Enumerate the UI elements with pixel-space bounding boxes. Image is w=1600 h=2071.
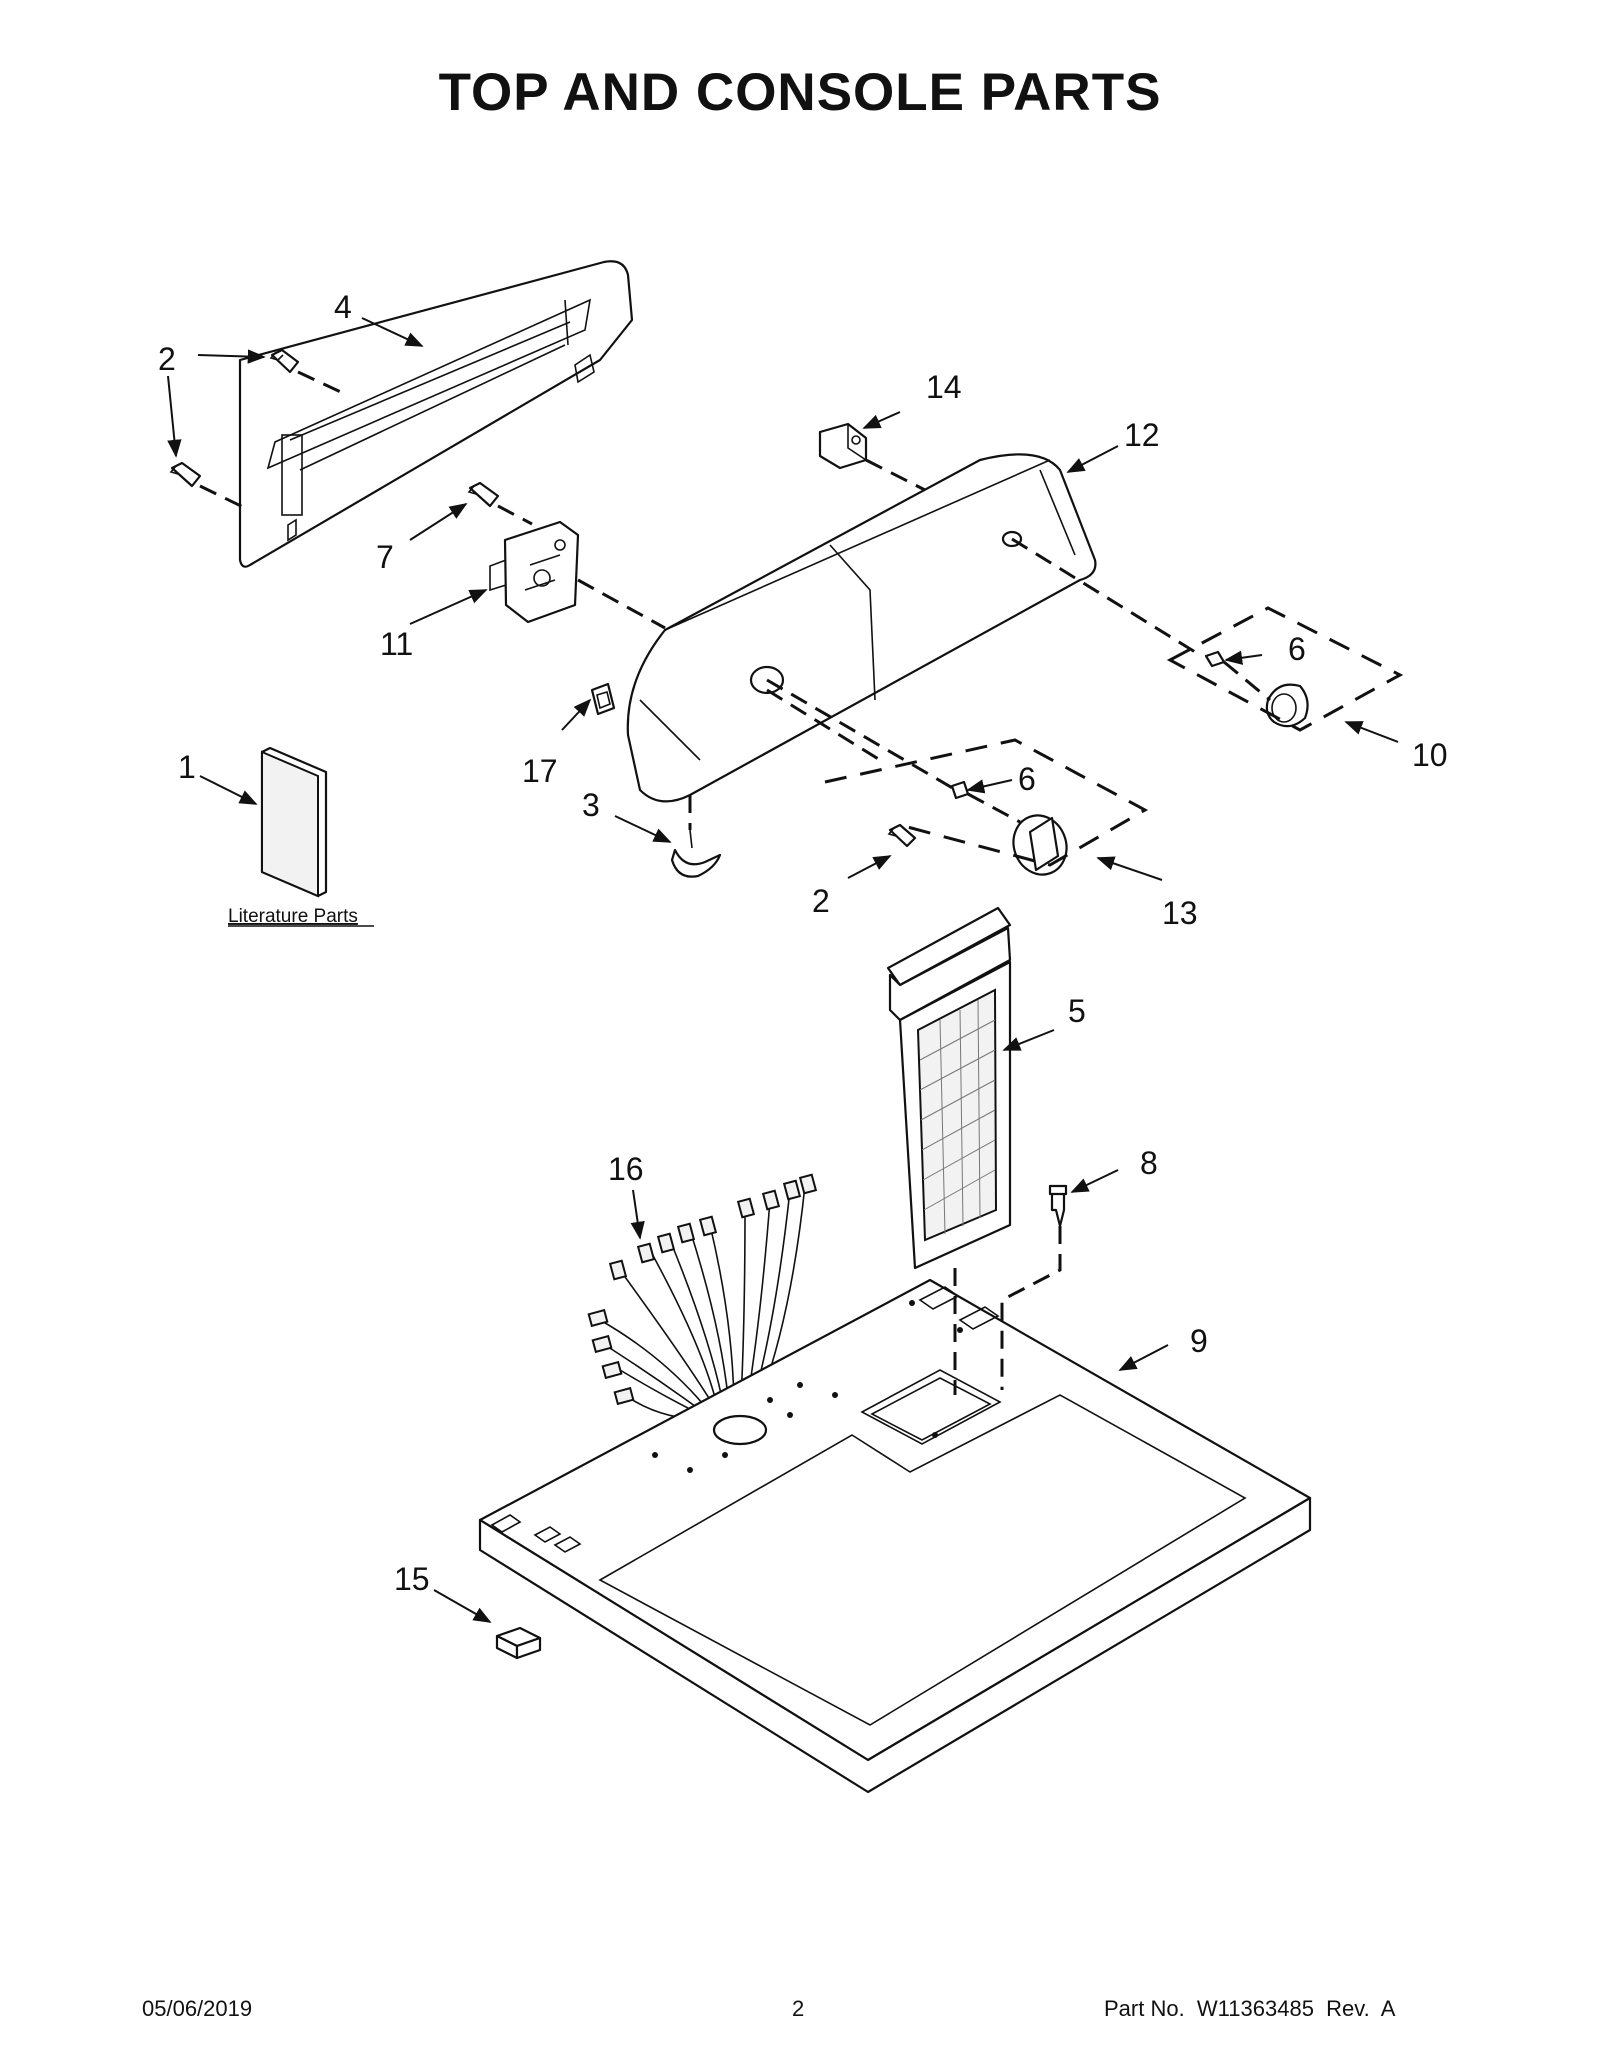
page-title: TOP AND CONSOLE PARTS [438, 63, 1162, 122]
screw-part-2-lower [169, 461, 202, 488]
wire-harness-part-16 [587, 1173, 818, 1421]
footer-page-number: 2 [792, 1996, 805, 2021]
lint-screen-part-5 [886, 906, 1012, 1270]
callout-6-lower: 6 [1018, 761, 1036, 797]
callout-1: 1 [178, 749, 196, 785]
knob-insert-part-6-right [1204, 650, 1226, 668]
callout-2-center: 2 [812, 883, 830, 919]
clamp-part-3 [670, 829, 722, 878]
callout-7: 7 [376, 539, 394, 575]
footer-part-number: Part No. W11363485 Rev. A [1104, 1996, 1396, 2021]
callout-labels: 4 2 7 11 14 12 6 10 17 1 3 6 2 13 5 16 8… [158, 289, 1448, 1597]
callout-17: 17 [522, 753, 558, 789]
console-rear-panel [238, 260, 634, 568]
knob-group-box-left [824, 738, 1149, 867]
knob-group-box-right [1166, 606, 1404, 732]
callout-12: 12 [1124, 417, 1160, 453]
knob-insert-part-6-left [950, 780, 970, 800]
callout-4: 4 [334, 289, 352, 325]
screw-part-7 [467, 481, 500, 508]
callout-5: 5 [1068, 993, 1086, 1029]
screw-part-8 [1048, 1184, 1068, 1228]
knob-part-10 [1265, 683, 1309, 728]
dryer-top-part-9 [478, 1278, 1312, 1794]
timer-switch-part-11 [489, 520, 580, 624]
callout-16: 16 [608, 1151, 644, 1187]
screw-part-2-upper [269, 348, 300, 374]
literature-booklet [260, 746, 328, 898]
callout-15: 15 [394, 1561, 430, 1597]
clip-part-17 [590, 682, 616, 716]
callout-14: 14 [926, 369, 962, 405]
literature-parts-label: Literature Parts [228, 906, 358, 927]
assembly-dashed-lines [199, 370, 1271, 1395]
callout-2: 2 [158, 341, 176, 377]
callout-11: 11 [380, 626, 413, 662]
pad-part-15 [495, 1626, 542, 1660]
callout-10: 10 [1412, 737, 1448, 773]
callout-6: 6 [1288, 631, 1306, 667]
callout-13: 13 [1162, 895, 1198, 931]
console-housing [626, 453, 1097, 803]
callout-3: 3 [582, 787, 600, 823]
console-connector-part-14 [818, 422, 868, 470]
callout-8: 8 [1140, 1145, 1158, 1181]
leader-arrows [167, 317, 1399, 1623]
knob-part-13 [1012, 814, 1068, 876]
callout-9: 9 [1190, 1323, 1208, 1359]
footer-date: 05/06/2019 [142, 1996, 253, 2021]
screw-part-2-center [887, 823, 917, 848]
